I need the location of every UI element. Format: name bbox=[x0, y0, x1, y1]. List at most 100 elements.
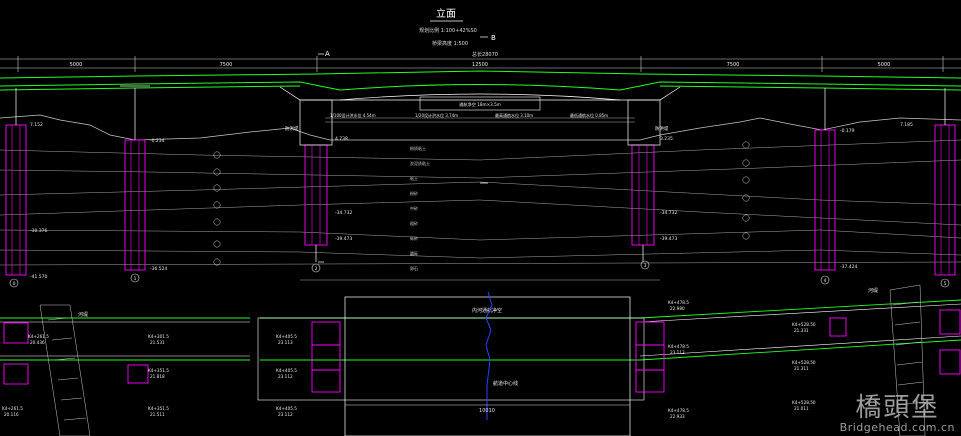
elev-p2-2: -34.732 bbox=[335, 210, 353, 216]
section-cuts bbox=[318, 36, 488, 263]
svg-text:K4+478.5: K4+478.5 bbox=[668, 300, 689, 305]
water-level-lines bbox=[325, 117, 635, 123]
elev-p1-top: -0.234 bbox=[150, 138, 165, 144]
svg-text:20.436: 20.436 bbox=[30, 340, 45, 345]
elev-p4-1: -0.179 bbox=[840, 128, 855, 134]
channel-label: 内河通航净空 bbox=[472, 307, 502, 314]
svg-text:K4+351.5: K4+351.5 bbox=[148, 368, 169, 373]
levee-left-label: 防洪堤 bbox=[285, 125, 299, 132]
svg-text:粉砂: 粉砂 bbox=[410, 190, 418, 196]
water-level-4: 最低通航水位 0.85m bbox=[570, 112, 608, 118]
pier-5 bbox=[934, 88, 956, 276]
span-4: 7500 bbox=[727, 62, 740, 68]
svg-text:22.980: 22.980 bbox=[670, 306, 685, 311]
svg-text:K4+478.5: K4+478.5 bbox=[668, 408, 689, 413]
watermark-logo: 橋頭堡 bbox=[855, 393, 940, 423]
strata-labels: 粉质粘土 淤泥质粘土 粘土 粉砂 中砂 粗砂 砾砂 圆砾 卵石 bbox=[410, 145, 430, 271]
elev-left-2: -30.376 bbox=[30, 228, 48, 234]
svg-text:淤泥质粘土: 淤泥质粘土 bbox=[410, 160, 430, 166]
svg-text:砾砂: 砾砂 bbox=[410, 235, 418, 241]
ground-profile bbox=[0, 114, 961, 141]
svg-text:5: 5 bbox=[944, 281, 947, 287]
navigation-clearance-box bbox=[419, 96, 541, 111]
elev-p2-3: -39.473 bbox=[335, 236, 353, 242]
water-level-3: 最高通航水位 3.10m bbox=[495, 112, 533, 118]
watermark-url: Bridgehead.com.cn bbox=[839, 421, 955, 434]
river-bank-left bbox=[39, 304, 91, 436]
svg-text:21.011: 21.011 bbox=[794, 406, 809, 411]
river-bank-left-label: 河堤 bbox=[78, 311, 88, 318]
svg-text:23.112: 23.112 bbox=[278, 412, 293, 417]
elev-left-1: 7.152 bbox=[30, 122, 43, 128]
svg-text:21.818: 21.818 bbox=[150, 374, 165, 379]
watermark: 橋頭堡 Bridgehead.com.cn bbox=[840, 395, 955, 434]
scale-note-2: 桥梁高度 1:500 bbox=[432, 40, 468, 47]
pier-4 bbox=[814, 88, 836, 271]
svg-text:21.511: 21.511 bbox=[150, 412, 165, 417]
plan-pile-caps bbox=[3, 309, 961, 393]
elev-p2-1: 4.738 bbox=[335, 136, 348, 142]
svg-text:卵石: 卵石 bbox=[410, 265, 418, 271]
svg-text:K4+301.5: K4+301.5 bbox=[148, 334, 169, 339]
svg-text:21.531: 21.531 bbox=[150, 340, 165, 345]
river-bank-right-label: 河堤 bbox=[868, 287, 878, 294]
svg-text:K4+261.5: K4+261.5 bbox=[28, 334, 49, 339]
svg-text:21.311: 21.311 bbox=[794, 366, 809, 371]
pier-2 bbox=[299, 99, 333, 262]
pier-0 bbox=[5, 88, 27, 276]
levee-right-label: 防洪堤 bbox=[655, 125, 669, 132]
span-3: 12500 bbox=[472, 62, 488, 68]
pier-1 bbox=[120, 85, 150, 271]
section-mark-a: A bbox=[325, 50, 330, 58]
svg-text:K4+405.5: K4+405.5 bbox=[276, 406, 297, 411]
drawing-title: 立面 bbox=[436, 7, 456, 20]
elev-left-3: -41.570 bbox=[30, 274, 48, 280]
elev-p1-bottom: -36.524 bbox=[150, 266, 168, 272]
navigation-box-label: 通航净空 18m×3.5m bbox=[459, 101, 501, 108]
route-centerline bbox=[485, 291, 493, 420]
svg-text:2: 2 bbox=[315, 266, 318, 272]
svg-text:K4+405.5: K4+405.5 bbox=[276, 368, 297, 373]
river-bank-right bbox=[889, 284, 926, 436]
svg-text:K4+478.5: K4+478.5 bbox=[668, 344, 689, 349]
section-mark-b: B bbox=[491, 34, 496, 42]
span-dimensions bbox=[0, 56, 961, 72]
clear-width: 10010 bbox=[479, 408, 495, 414]
svg-text:23.112: 23.112 bbox=[278, 374, 293, 379]
elev-p3-1: 3.235 bbox=[660, 136, 673, 142]
svg-text:23.113: 23.113 bbox=[670, 350, 685, 355]
plan-station-labels: K4+261.5 20.436 K4+301.5 21.531 K4+261.5… bbox=[2, 300, 816, 419]
svg-text:K4+528.50: K4+528.50 bbox=[792, 360, 816, 365]
plan-edge-lines bbox=[0, 303, 961, 401]
svg-text:圆砾: 圆砾 bbox=[410, 250, 418, 256]
svg-text:3: 3 bbox=[644, 263, 647, 269]
strata-lines bbox=[0, 139, 961, 281]
svg-text:K4+261.5: K4+261.5 bbox=[2, 406, 23, 411]
total-span: 总长28070 bbox=[472, 51, 498, 58]
svg-text:0: 0 bbox=[13, 281, 16, 287]
svg-text:20.116: 20.116 bbox=[4, 412, 19, 417]
svg-text:K4+528.50: K4+528.50 bbox=[792, 322, 816, 327]
stratum-markers bbox=[213, 141, 750, 266]
svg-text:23.113: 23.113 bbox=[278, 340, 293, 345]
svg-text:中砂: 中砂 bbox=[410, 205, 418, 211]
span-2: 7500 bbox=[220, 62, 233, 68]
pier-number-markers bbox=[9, 260, 950, 288]
water-level-2: 1/20设计洪水位 3.74m bbox=[415, 112, 458, 118]
elev-p4-2: -37.424 bbox=[840, 264, 858, 270]
svg-text:粘土: 粘土 bbox=[410, 175, 418, 181]
svg-text:22.933: 22.933 bbox=[670, 414, 685, 419]
pier-numbers: 0 1 2 3 4 5 bbox=[13, 263, 947, 287]
svg-text:21.331: 21.331 bbox=[794, 328, 809, 333]
svg-text:K4+405.5: K4+405.5 bbox=[276, 334, 297, 339]
svg-text:1: 1 bbox=[134, 276, 137, 282]
elev-p3-2: -34.732 bbox=[660, 210, 678, 216]
elevation-labels: 7.152 -30.376 -41.570 -0.234 -36.524 4.7… bbox=[30, 122, 913, 280]
scale-note-1: 规划比例 1:100+42%S0 bbox=[419, 27, 477, 34]
svg-text:粉质粘土: 粉质粘土 bbox=[410, 145, 426, 151]
pier-3 bbox=[627, 99, 661, 262]
water-level-1: 1/100设计洪水位 4.54m bbox=[330, 112, 376, 118]
svg-text:4: 4 bbox=[824, 278, 827, 284]
channel-box bbox=[344, 296, 631, 436]
